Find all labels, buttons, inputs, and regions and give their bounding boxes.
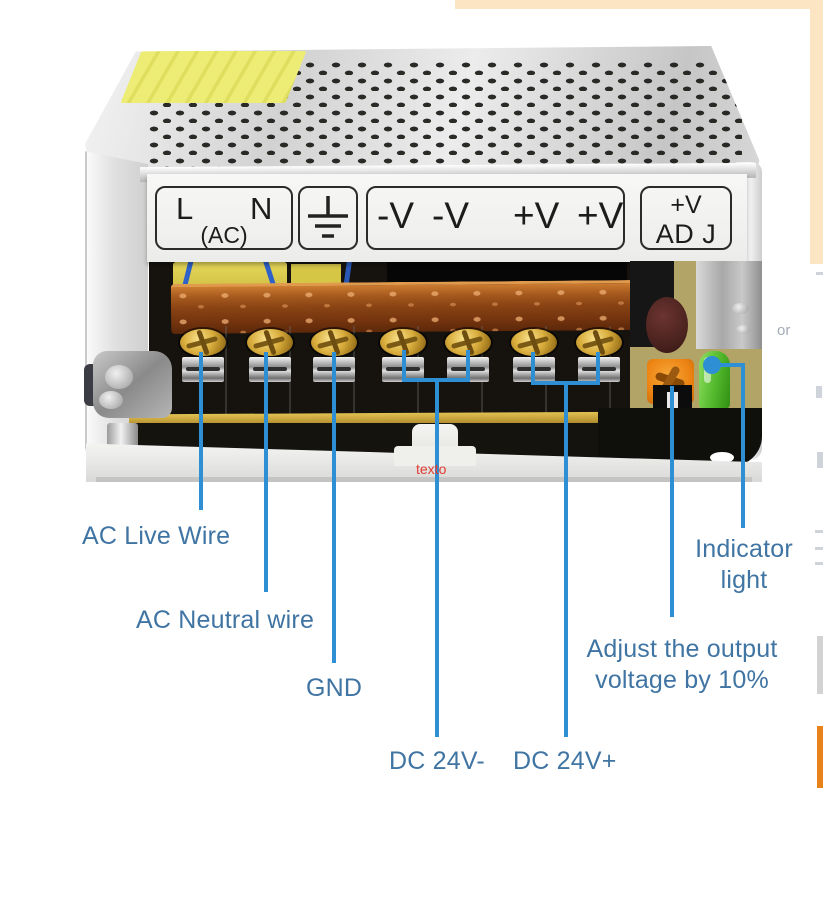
edge-fragment: [815, 530, 823, 533]
terminal-screw-6: [511, 329, 557, 356]
label-plusV-1: +V: [513, 195, 560, 236]
voltage-adjust-label-box: +V AD J: [640, 186, 732, 250]
label-adjust-line2: voltage by 10%: [595, 666, 769, 694]
label-dc-24v-pos: DC 24V+: [513, 747, 617, 775]
leader-line-ac-live: [199, 352, 203, 510]
solder-joint: [736, 325, 750, 334]
terminal-clamp-1: [182, 357, 224, 382]
leader-line-dc-pos-bridge: [531, 381, 600, 385]
label-ac-live-wire: AC Live Wire: [82, 522, 231, 550]
label-minusV-1: -V: [377, 195, 414, 236]
earth-ground-icon: [308, 196, 348, 238]
watermark-text: texto: [416, 461, 447, 477]
leader-line-dc-neg-drop: [435, 382, 439, 737]
solder-joint: [732, 303, 749, 314]
thermistor: [646, 297, 688, 353]
label-indicator-line1: Indicator: [695, 535, 793, 563]
solder-blob: [99, 391, 123, 409]
leader-line-adjust: [670, 386, 674, 617]
label-adjust-output: Adjust the output voltage by 10%: [577, 634, 787, 696]
label-plusV-2: +V: [577, 195, 624, 236]
edge-fragment-orange: [817, 726, 823, 788]
terminal-screw-1: [180, 329, 226, 356]
left-metal-bracket: [93, 351, 172, 418]
edge-fragment: [816, 272, 823, 275]
leader-line-indicator-h: [711, 363, 745, 367]
leader-line-ac-neutral: [264, 352, 268, 592]
page-edge-band-right: [810, 0, 823, 264]
leader-line-indicator-v: [741, 363, 745, 528]
label-dc-24v-neg: DC 24V-: [389, 747, 485, 775]
leader-line-dc-neg-left: [402, 350, 406, 382]
label-indicator-line2: light: [720, 566, 768, 594]
label-N: N: [250, 191, 273, 226]
label-adj: AD J: [655, 219, 717, 249]
terminal-clamp-2: [249, 357, 291, 382]
label-ac-neutral-wire: AC Neutral wire: [136, 606, 315, 634]
edge-fragment: [815, 547, 823, 550]
leader-line-dc-neg-bridge: [402, 378, 470, 382]
edge-fragment: [816, 386, 822, 398]
case-under-shadow-right: [598, 408, 762, 466]
leader-line-dc-pos-drop: [564, 385, 568, 737]
psu-case-top: [85, 46, 760, 182]
ground-label-box: [298, 186, 358, 250]
label-minusV-2: -V: [432, 195, 469, 236]
label-adjust-line1: Adjust the output: [586, 635, 778, 663]
case-drop-shadow: [96, 477, 752, 482]
solder-blob: [105, 365, 133, 389]
dc-output-label-box: -V -V +V +V: [366, 186, 625, 250]
terminal-screw-2: [247, 329, 293, 356]
label-AC: (AC): [200, 222, 248, 248]
clipped-text-fragment: or: [777, 322, 791, 339]
page-edge-band-top: [455, 0, 823, 9]
edge-fragment: [815, 562, 823, 565]
label-adj-plusV: +V: [670, 191, 702, 219]
edge-fragment: [817, 452, 823, 468]
heatsink: [696, 261, 762, 349]
label-L: L: [176, 191, 194, 226]
label-gnd: GND: [306, 674, 363, 702]
leader-line-dc-pos-right: [596, 352, 600, 385]
leader-line-gnd: [332, 352, 336, 663]
edge-fragment: [817, 636, 823, 694]
terminal-label-strip: L N (AC) -V -V +V +V +V AD J: [147, 174, 747, 262]
terminal-screw-3: [311, 329, 357, 356]
mounting-hole: [710, 452, 734, 463]
leader-line-dc-neg-right: [466, 350, 470, 382]
label-indicator-light: Indicator light: [692, 534, 796, 596]
terminal-screw-7: [576, 329, 622, 356]
leader-line-dc-pos-left: [531, 352, 535, 385]
yellow-sticker: [120, 51, 307, 103]
ac-input-label-box: L N (AC): [155, 186, 293, 250]
